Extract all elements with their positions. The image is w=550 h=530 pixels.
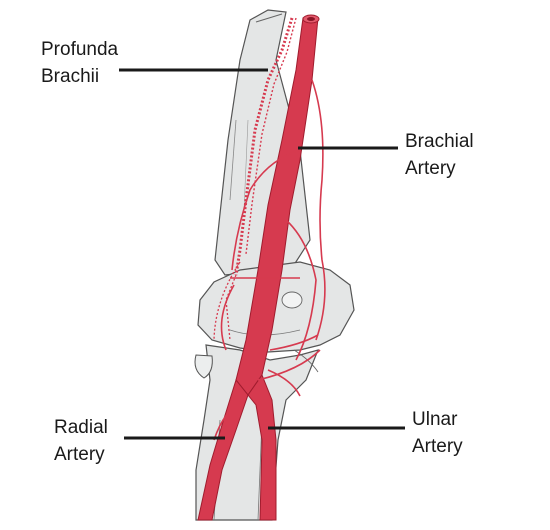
brachial-artery-label-line2: Artery: [405, 158, 456, 179]
profunda-brachii-label: Profunda Brachii: [41, 36, 118, 90]
forearm-bones: [195, 344, 320, 521]
profunda-brachii-label-line2: Brachii: [41, 66, 100, 87]
brachial-artery-label: Brachial Artery: [405, 128, 474, 182]
radial-artery-label-line1: Radial: [54, 417, 108, 438]
radial-artery-label: Radial Artery: [54, 414, 108, 468]
radial-artery-label-line2: Artery: [54, 444, 105, 465]
ulnar-artery-label-line1: Ulnar: [412, 409, 458, 430]
profunda-brachii-vessel: [234, 17, 294, 276]
leader-lines: [119, 68, 405, 440]
ulnar-artery-label: Ulnar Artery: [412, 406, 463, 460]
brachial-artery-label-line1: Brachial: [405, 131, 474, 152]
profunda-brachii-label-line1: Profunda: [41, 39, 119, 60]
collateral-branches: [213, 79, 326, 441]
ulnar-artery-label-line2: Artery: [412, 436, 463, 457]
ulnar-artery-vessel: [247, 373, 277, 521]
